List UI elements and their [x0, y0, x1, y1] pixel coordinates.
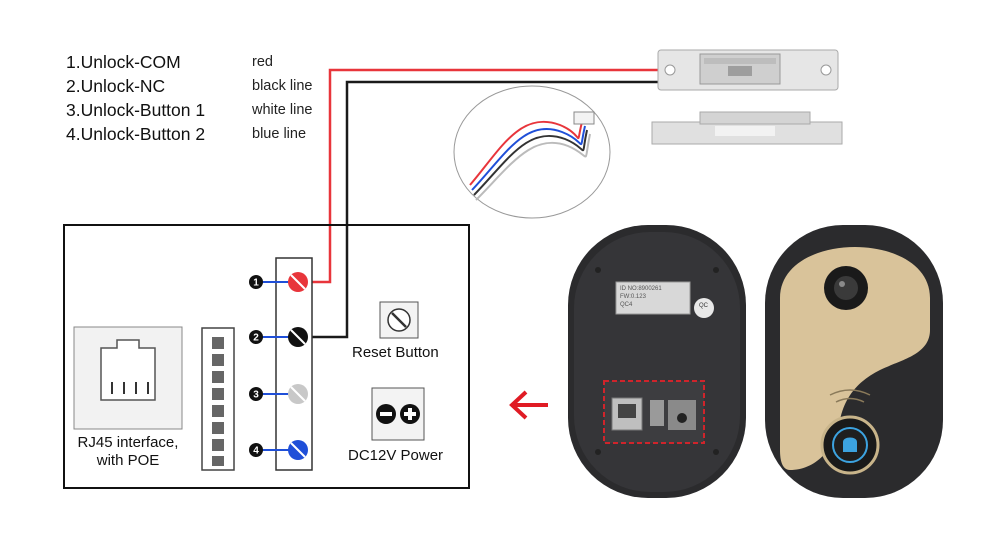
wire-legend: 1.Unlock-COM red 2.Unlock-NC black line …: [66, 50, 312, 146]
terminal-screw-slot: [290, 329, 306, 345]
rj45-label-line1: RJ45 interface,: [77, 434, 179, 451]
terminal-number: 1: [253, 278, 259, 289]
legend-row-2: 2.Unlock-NC black line: [66, 74, 312, 98]
legend-label: 2.Unlock-NC: [66, 75, 166, 96]
terminal-number-marker: [249, 443, 263, 457]
terminal-block: [275, 257, 313, 471]
rj45-label: RJ45 interface, with POE: [76, 434, 180, 470]
qc-badge: QC: [699, 303, 708, 309]
terminal-number: 4: [253, 446, 259, 457]
reset-button-icon: [379, 301, 419, 339]
rj45-port: [73, 326, 183, 430]
left-arrow-icon: [509, 390, 548, 420]
terminal-screw-slot: [290, 274, 306, 290]
terminal-panel-outline: [63, 224, 470, 489]
device-sticker: ID NO:8900261 FW:0.123 QC4: [620, 285, 662, 309]
terminal-screw-slot: [290, 386, 306, 402]
legend-label: 4.Unlock-Button 2: [66, 123, 206, 144]
sticker-line: QC4: [620, 302, 633, 308]
legend-row-1: 1.Unlock-COM red: [66, 50, 312, 74]
legend-color-name: white line: [252, 102, 313, 118]
legend-color-name: red: [252, 54, 273, 70]
dc-power-icon: [371, 387, 425, 441]
doorbell-back-view: [568, 225, 746, 498]
sticker-line: FW:0.123: [620, 294, 646, 300]
wire-harness-image: [453, 85, 611, 219]
electric-strike-lock-side: [651, 111, 843, 145]
rj45-label-line2: with POE: [96, 452, 160, 469]
doorbell-front-view: [765, 225, 943, 498]
terminal-screw-slot: [290, 442, 306, 458]
pin-header-strip: [201, 327, 235, 471]
terminal-number-marker: [249, 387, 263, 401]
black-wire: [312, 80, 660, 339]
legend-row-4: 4.Unlock-Button 2 blue line: [66, 122, 312, 146]
sticker-line: ID NO:8900261: [620, 286, 662, 292]
terminals-layer: 1 2 3 4: [249, 272, 308, 460]
legend-label: 3.Unlock-Button 1: [66, 99, 206, 120]
electric-strike-lock: [657, 49, 839, 91]
terminal-number: 3: [253, 390, 259, 401]
reset-button-label: Reset Button: [352, 344, 439, 361]
terminal-number-marker: [249, 330, 263, 344]
terminal-number-marker: [249, 275, 263, 289]
legend-color-name: black line: [252, 78, 313, 94]
legend-label: 1.Unlock-COM: [66, 51, 181, 72]
dc-power-label: DC12V Power: [348, 447, 444, 464]
red-wire: [312, 68, 660, 284]
legend-color-name: blue line: [252, 126, 307, 142]
legend-row-3: 3.Unlock-Button 1 white line: [66, 98, 312, 122]
terminal-number: 2: [253, 333, 259, 344]
